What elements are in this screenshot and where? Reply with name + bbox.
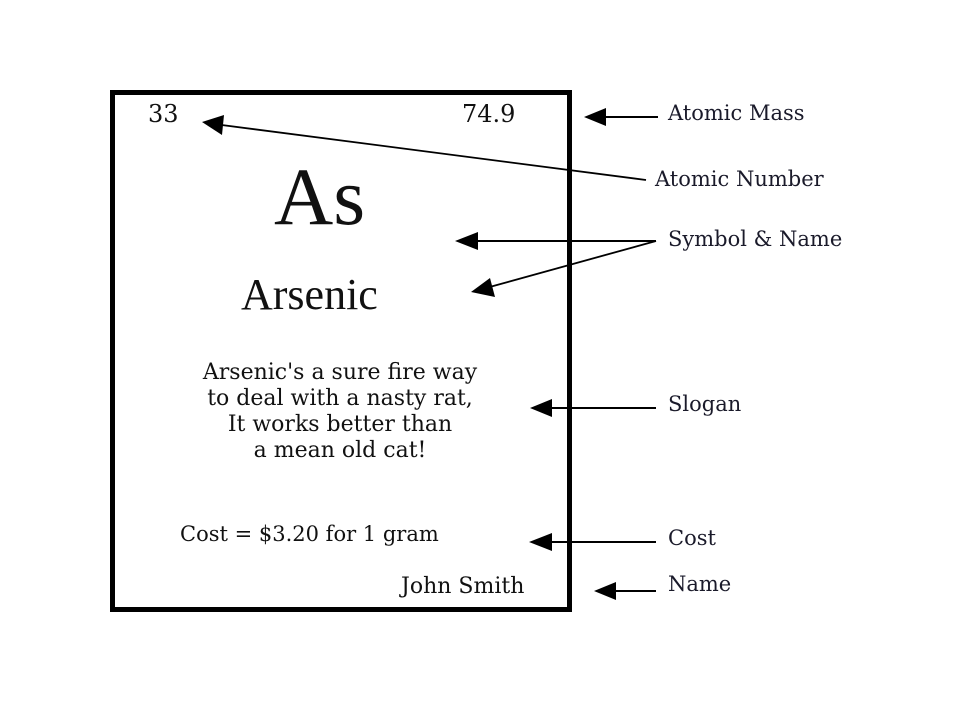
cost-text: Cost = $3.20 for 1 gram — [180, 522, 439, 546]
slogan-line: Arsenic's a sure fire way — [202, 360, 478, 385]
slogan-line: to deal with a nasty rat, — [207, 386, 473, 411]
label-atomic-number: Atomic Number — [655, 167, 824, 191]
label-symbol-name: Symbol & Name — [668, 227, 843, 251]
label-name: Name — [668, 572, 732, 596]
element-symbol: As — [274, 151, 366, 242]
element-name: Arsenic — [241, 270, 378, 319]
arrow-student-name-icon — [594, 582, 656, 600]
student-name: John Smith — [401, 574, 525, 599]
label-atomic-mass: Atomic Mass — [668, 101, 805, 125]
slogan: Arsenic's a sure fire way to deal with a… — [160, 360, 520, 464]
arrow-atomic-mass-icon — [584, 108, 658, 126]
label-cost: Cost — [668, 526, 716, 550]
label-slogan: Slogan — [668, 392, 742, 416]
atomic-mass-value: 74.9 — [462, 100, 516, 128]
slogan-line: It works better than — [227, 412, 453, 437]
slogan-line: a mean old cat! — [253, 438, 427, 463]
atomic-number-value: 33 — [148, 100, 179, 128]
